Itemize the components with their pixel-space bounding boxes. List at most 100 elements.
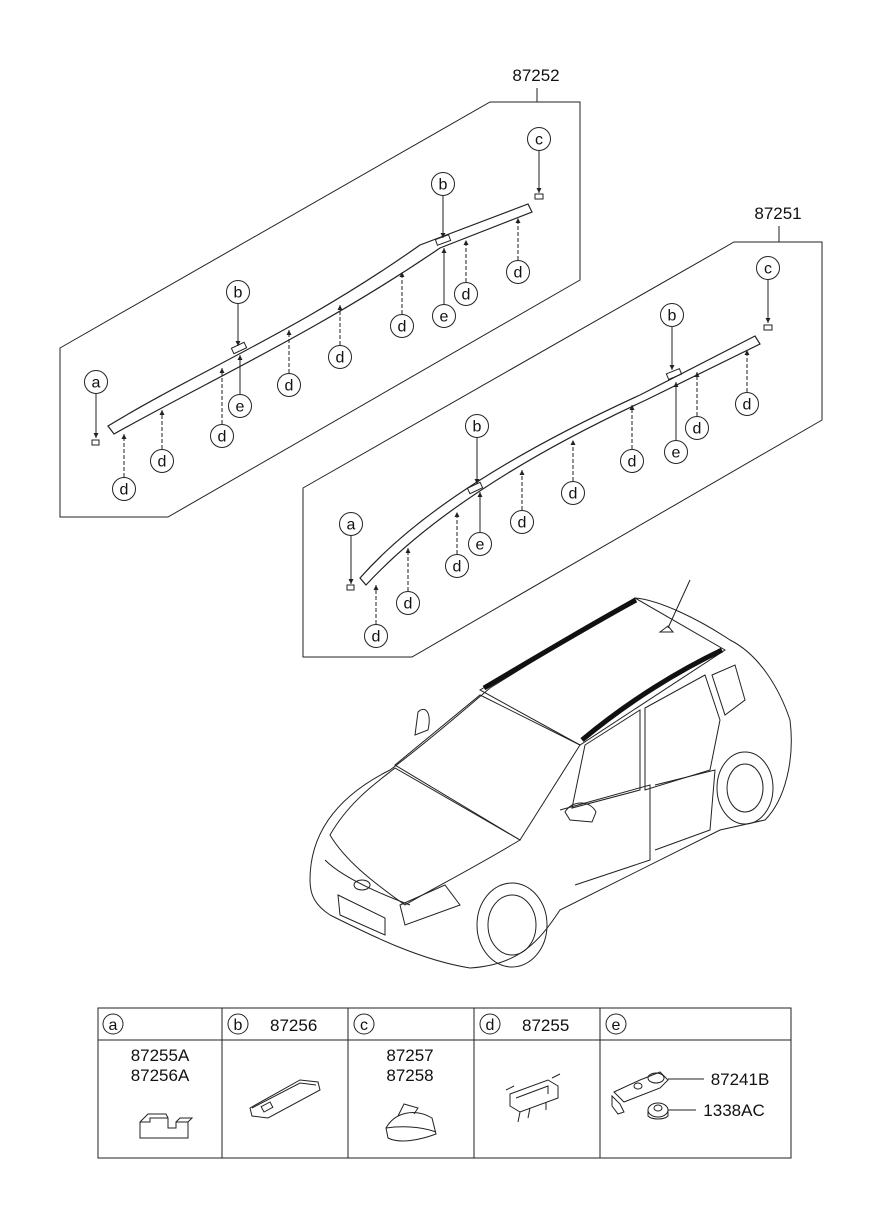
callout-letter-d-calloutsL-5: d bbox=[158, 454, 167, 471]
callout-letter-d-calloutsR-5: d bbox=[404, 596, 413, 613]
callout-letter-b-calloutsL-1: b bbox=[234, 285, 243, 302]
callout-arrow-d-calloutsL-6 bbox=[219, 368, 225, 373]
table-header-part-b: 87256 bbox=[270, 1016, 317, 1035]
part-d-bracket-drawing bbox=[505, 1073, 561, 1123]
callout-circle-d-calloutsL-6 bbox=[210, 424, 234, 448]
part-87241B: 87241B bbox=[711, 1070, 770, 1089]
callout-letter-d-calloutsL-8: d bbox=[336, 350, 345, 367]
callout-arrow-a-calloutsR-0 bbox=[348, 579, 354, 584]
callout-arrow-d-calloutsL-5 bbox=[159, 410, 165, 415]
callout-arrow-c-calloutsL-3 bbox=[536, 188, 542, 193]
callout-letter-d-calloutsL-9: d bbox=[398, 319, 407, 336]
callout-letter-c-calloutsR-3: c bbox=[764, 261, 772, 278]
callout-circle-d-calloutsL-12 bbox=[454, 282, 478, 306]
callout-arrow-e-calloutsL-11 bbox=[441, 248, 447, 253]
assembly-87251-outline bbox=[302, 241, 823, 658]
callout-arrow-d-calloutsR-12 bbox=[694, 372, 700, 377]
car-roof-rail-right bbox=[580, 647, 724, 742]
callout-arrow-e-calloutsR-11 bbox=[673, 382, 679, 387]
callout-arrow-d-calloutsR-8 bbox=[519, 470, 525, 475]
callout-letter-e-calloutsL-11: e bbox=[440, 309, 449, 326]
car-rear-rim bbox=[726, 763, 764, 813]
callout-circle-d-calloutsR-9 bbox=[561, 481, 585, 505]
part-87258: 87258 bbox=[386, 1066, 433, 1085]
car-body-outline bbox=[309, 597, 792, 969]
end-cap-c-left bbox=[534, 193, 544, 200]
part-e-stud-drawing bbox=[611, 1071, 669, 1115]
table-header-circle-d bbox=[479, 1013, 501, 1035]
table-header-letter-c: c bbox=[360, 1017, 368, 1034]
callout-circle-a-calloutsR-0 bbox=[339, 512, 363, 536]
assembly-87252-label: 87252 bbox=[512, 66, 559, 85]
car-antenna bbox=[658, 625, 675, 633]
callout-letter-d-calloutsR-12: d bbox=[693, 421, 702, 438]
parts-table-frame bbox=[97, 1007, 792, 1159]
car-front-wheel bbox=[476, 882, 548, 968]
callout-letter-d-calloutsR-13: d bbox=[743, 397, 752, 414]
table-header-letter-d: d bbox=[486, 1017, 495, 1034]
roof-rail-87252 bbox=[107, 203, 533, 435]
callout-circle-d-calloutsR-5 bbox=[396, 591, 420, 615]
callout-letter-b-calloutsL-2: b bbox=[439, 177, 448, 194]
part-b-cover-drawing bbox=[249, 1079, 321, 1119]
callout-letter-d-calloutsR-4: d bbox=[372, 629, 381, 646]
callout-circle-d-calloutsR-6 bbox=[445, 554, 469, 578]
car-rear-door bbox=[654, 769, 716, 851]
part-87257: 87257 bbox=[386, 1046, 433, 1065]
callout-arrow-b-calloutsL-1 bbox=[235, 341, 241, 346]
callout-arrow-d-calloutsL-4 bbox=[121, 434, 127, 439]
callout-circle-d-calloutsL-7 bbox=[277, 373, 301, 397]
callout-letter-a-calloutsR-0: a bbox=[347, 517, 356, 534]
parts-table: a b 87256 c d 87255 e 87255A 87256A 8725… bbox=[97, 1007, 792, 1159]
callout-arrow-d-calloutsR-5 bbox=[405, 548, 411, 553]
callout-circle-e-calloutsL-10 bbox=[228, 394, 252, 418]
callout-arrow-a-calloutsL-0 bbox=[93, 433, 99, 438]
callout-letter-e-calloutsL-10: e bbox=[236, 399, 245, 416]
slot-b-right-2 bbox=[665, 367, 683, 381]
car-roof-rail-left bbox=[482, 597, 638, 691]
callout-letter-d-calloutsR-9: d bbox=[569, 486, 578, 503]
callout-letter-e-calloutsR-11: e bbox=[672, 445, 681, 462]
callout-circle-d-calloutsR-10 bbox=[620, 449, 644, 473]
callout-circle-d-calloutsR-12 bbox=[685, 416, 709, 440]
callout-arrow-e-calloutsL-10 bbox=[237, 355, 243, 360]
table-header-letter-b: b bbox=[234, 1017, 243, 1034]
callout-circle-c-calloutsR-3 bbox=[756, 256, 780, 280]
callout-arrow-d-calloutsR-4 bbox=[373, 585, 379, 590]
callout-circle-c-calloutsL-3 bbox=[527, 127, 551, 151]
callout-circle-e-calloutsR-11 bbox=[664, 440, 688, 464]
assembly-87252-outline bbox=[59, 101, 581, 518]
callout-letter-d-calloutsR-8: d bbox=[518, 515, 527, 532]
slot-b-left-1 bbox=[230, 341, 248, 355]
callout-circle-d-calloutsR-13 bbox=[735, 392, 759, 416]
end-cap-c-right bbox=[763, 324, 773, 331]
callout-arrow-d-calloutsL-9 bbox=[399, 272, 405, 277]
table-header-circle-a bbox=[102, 1013, 124, 1035]
callout-arrow-d-calloutsL-12 bbox=[463, 240, 469, 245]
car-side-mirror bbox=[564, 802, 597, 823]
car-rear-window bbox=[644, 674, 721, 791]
car-badge bbox=[353, 879, 371, 891]
assembly-87251-label: 87251 bbox=[754, 204, 801, 223]
callout-circle-e-calloutsR-7 bbox=[468, 532, 492, 556]
callout-arrow-d-calloutsR-6 bbox=[454, 512, 460, 517]
callout-circle-d-calloutsL-9 bbox=[390, 314, 414, 338]
callout-arrow-d-calloutsL-7 bbox=[286, 330, 292, 335]
part-a-clip-drawing bbox=[139, 1113, 194, 1139]
callout-circle-b-calloutsL-2 bbox=[431, 172, 455, 196]
callout-arrow-e-calloutsR-7 bbox=[477, 492, 483, 497]
end-cap-a-right bbox=[346, 584, 355, 591]
slot-b-left-2 bbox=[434, 234, 452, 246]
car-front-rim bbox=[487, 894, 537, 956]
callout-circle-d-calloutsL-8 bbox=[328, 345, 352, 369]
callout-letter-d-calloutsL-12: d bbox=[462, 287, 471, 304]
callout-letter-d-calloutsL-4: d bbox=[120, 482, 129, 499]
callout-circle-b-calloutsL-1 bbox=[226, 280, 250, 304]
table-header-letter-a: a bbox=[109, 1017, 118, 1034]
table-header-part-d: 87255 bbox=[522, 1016, 569, 1035]
callout-letter-d-calloutsL-13: d bbox=[514, 265, 523, 282]
car-headlight bbox=[399, 884, 461, 926]
car-front-window bbox=[571, 709, 641, 809]
roof-rail-87251 bbox=[359, 335, 761, 586]
